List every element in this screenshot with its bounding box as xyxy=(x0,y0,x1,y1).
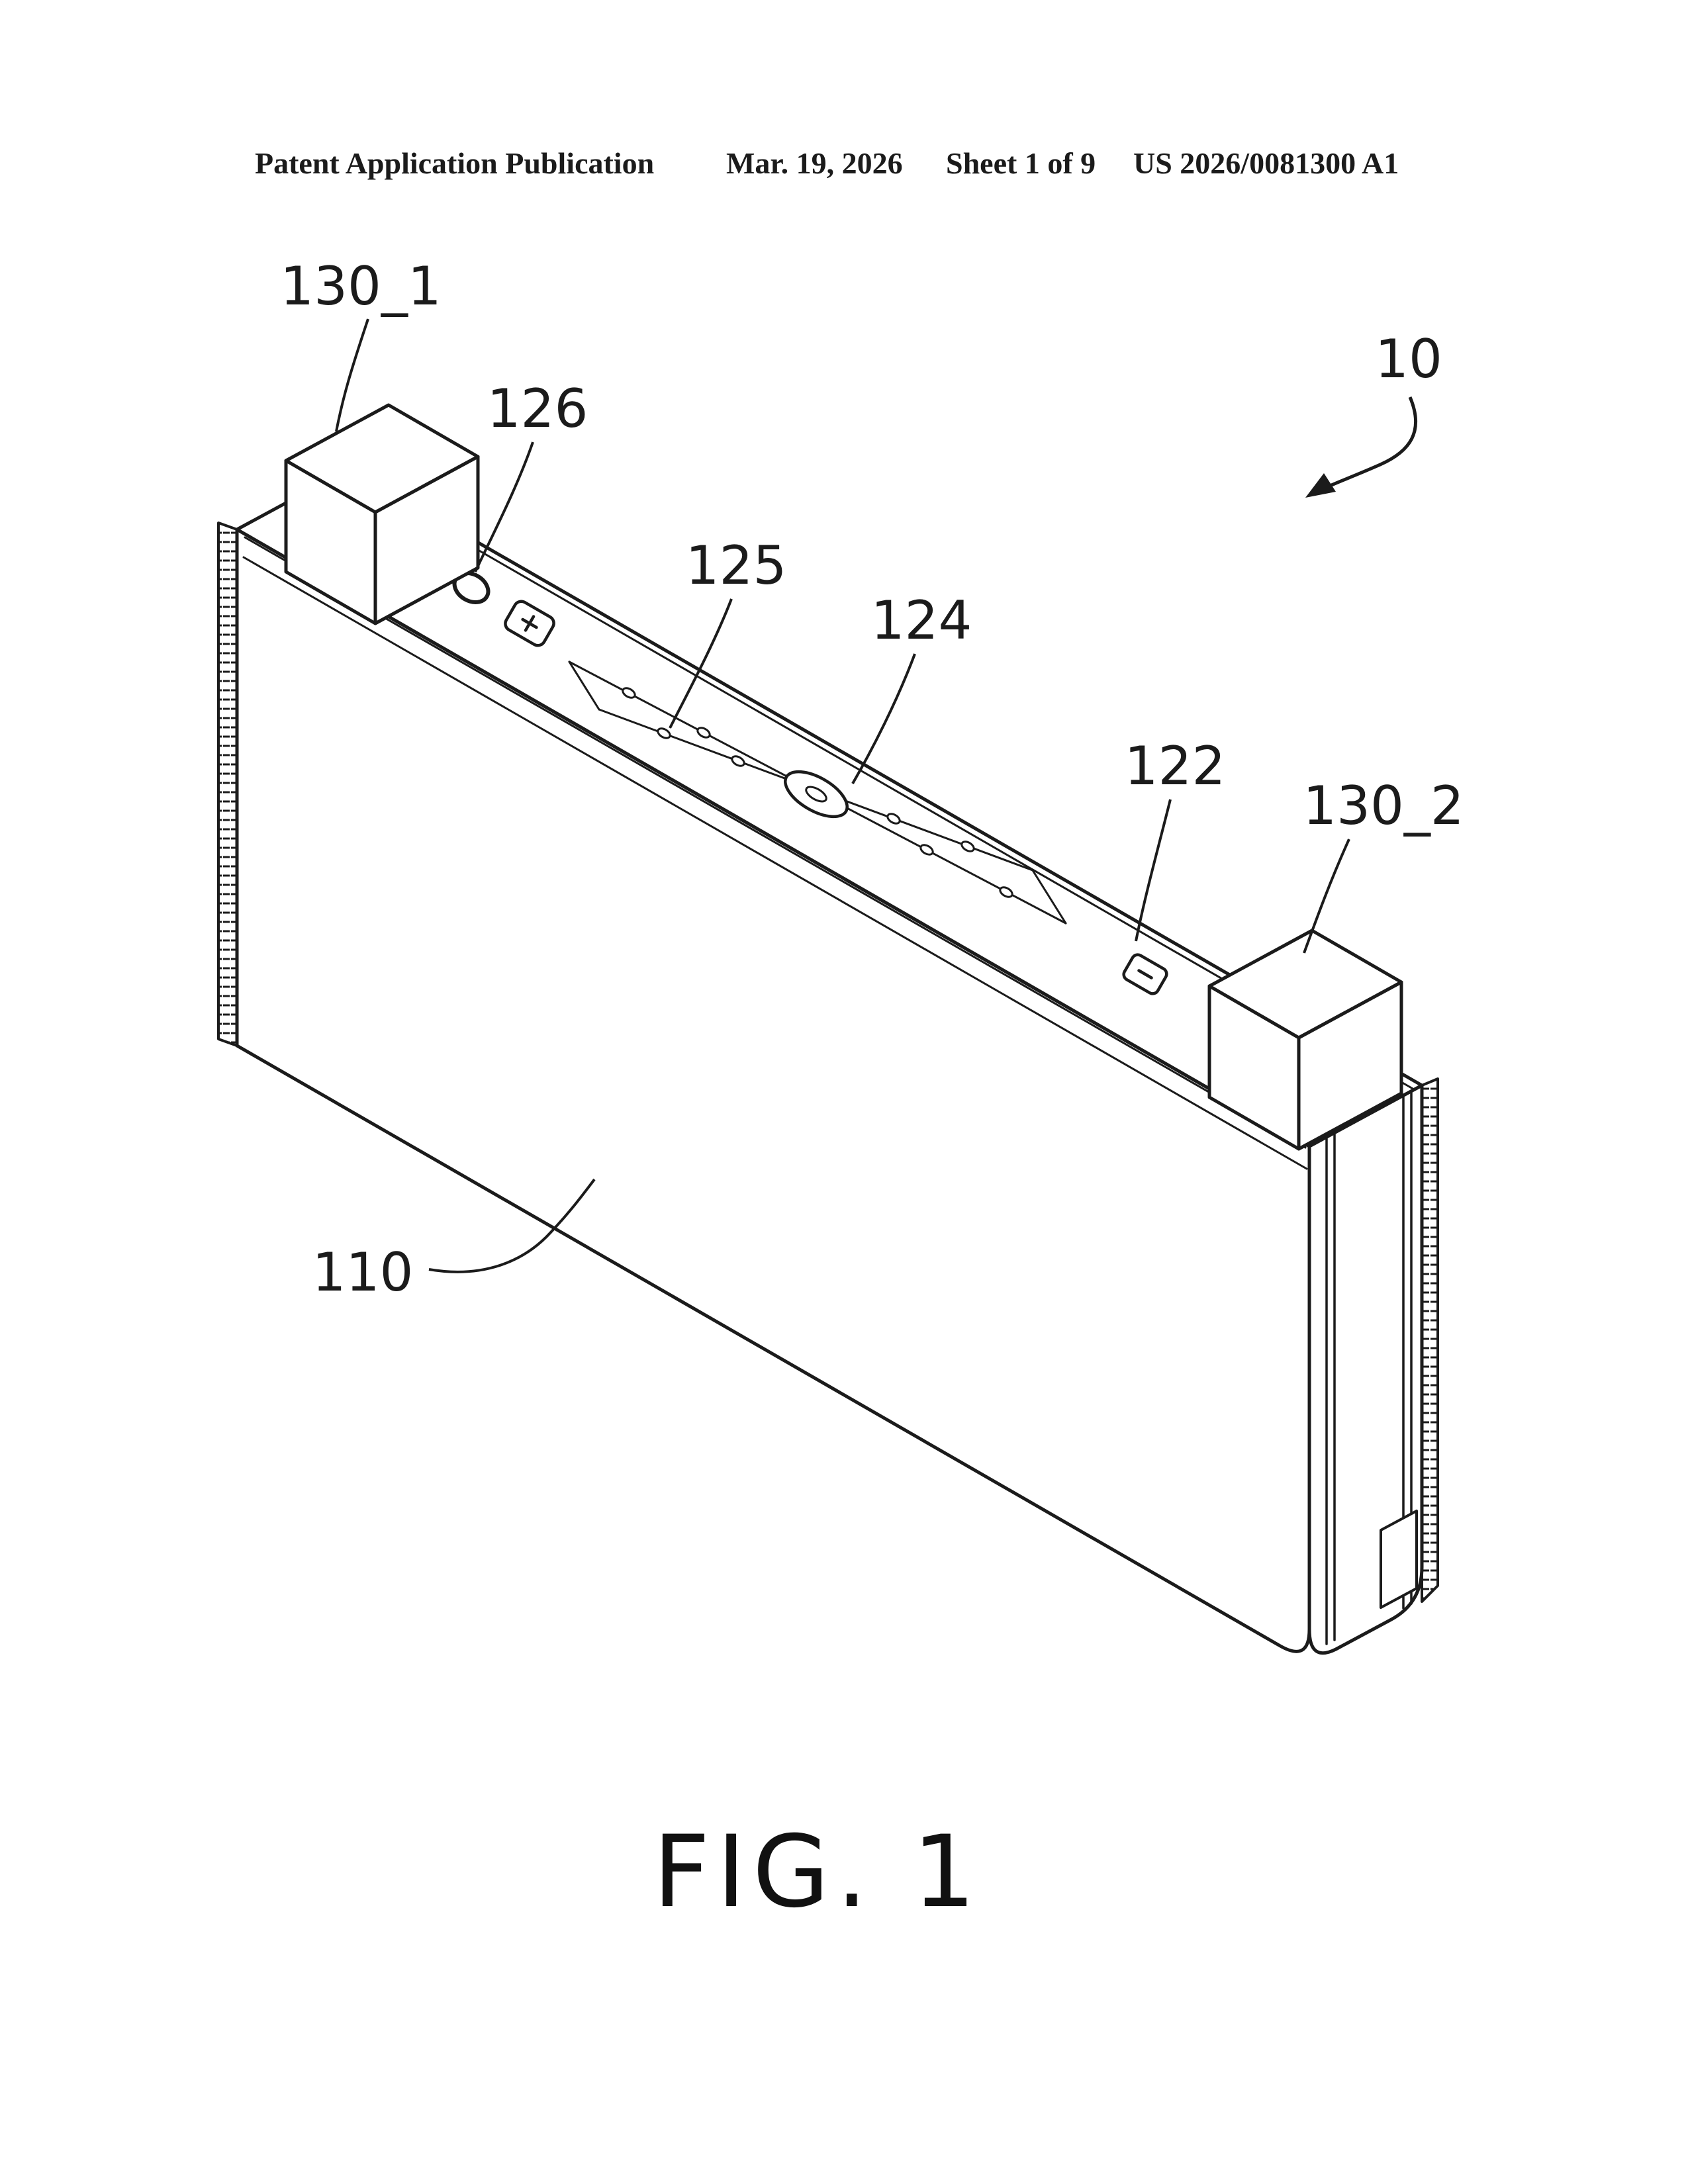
right-end-hatched-edge xyxy=(1421,1077,1439,1603)
leader-126 xyxy=(474,441,534,572)
rivet-dot xyxy=(731,755,745,767)
lid-rivet-dots xyxy=(622,687,1013,898)
lid-center-oval xyxy=(784,770,849,819)
label-126: 126 xyxy=(487,378,588,439)
leader-125 xyxy=(669,598,733,729)
header-publication-type: Patent Application Publication xyxy=(255,146,654,180)
label-125: 125 xyxy=(686,535,787,596)
battery-cell-drawing xyxy=(217,403,1439,1655)
label-110: 110 xyxy=(312,1242,414,1303)
figure-caption: FIG. 1 xyxy=(653,1815,982,1930)
reference-arrow-10 xyxy=(1305,396,1418,498)
leader-110 xyxy=(428,1178,596,1273)
battery-front-face xyxy=(235,527,1311,1653)
arrowhead xyxy=(1305,473,1336,498)
terminal-block-2 xyxy=(1207,929,1403,1151)
label-124: 124 xyxy=(871,590,972,651)
rivet-dot xyxy=(657,727,671,739)
reference-labels: 130_1 126 125 124 122 130_2 110 10 xyxy=(280,255,1464,1303)
terminal-block-1 xyxy=(284,403,480,625)
label-122: 122 xyxy=(1125,735,1226,797)
header-date: Mar. 19, 2026 xyxy=(726,146,903,180)
plus-terminal-mark xyxy=(504,600,555,647)
leader-lines xyxy=(335,318,1350,1273)
rivet-dot xyxy=(999,886,1013,898)
rivet-dot xyxy=(919,844,934,856)
leader-122 xyxy=(1135,799,1172,942)
header-publication-number: US 2026/0081300 A1 xyxy=(1133,146,1399,180)
header-sheet-number: Sheet 1 of 9 xyxy=(946,146,1096,180)
rivet-dot xyxy=(696,727,711,739)
leader-124 xyxy=(851,653,916,784)
label-130-2: 130_2 xyxy=(1303,775,1464,837)
page-header: Patent Application Publication Mar. 19, … xyxy=(255,146,1399,180)
end-face-vent-plate xyxy=(1380,1510,1418,1609)
label-130-1: 130_1 xyxy=(280,255,442,317)
rivet-dot xyxy=(622,687,636,699)
minus-terminal-mark xyxy=(1122,953,1168,995)
left-end-hatched-edge xyxy=(217,522,238,1047)
rivet-dot xyxy=(961,841,975,852)
leader-130-1 xyxy=(335,318,369,432)
leader-130-2 xyxy=(1303,839,1350,954)
label-10: 10 xyxy=(1375,328,1442,390)
rivet-dot xyxy=(886,813,901,825)
